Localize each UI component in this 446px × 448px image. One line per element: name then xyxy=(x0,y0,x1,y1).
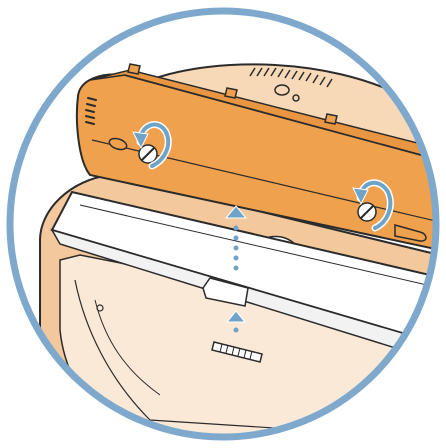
cover-screw-right xyxy=(358,203,376,221)
